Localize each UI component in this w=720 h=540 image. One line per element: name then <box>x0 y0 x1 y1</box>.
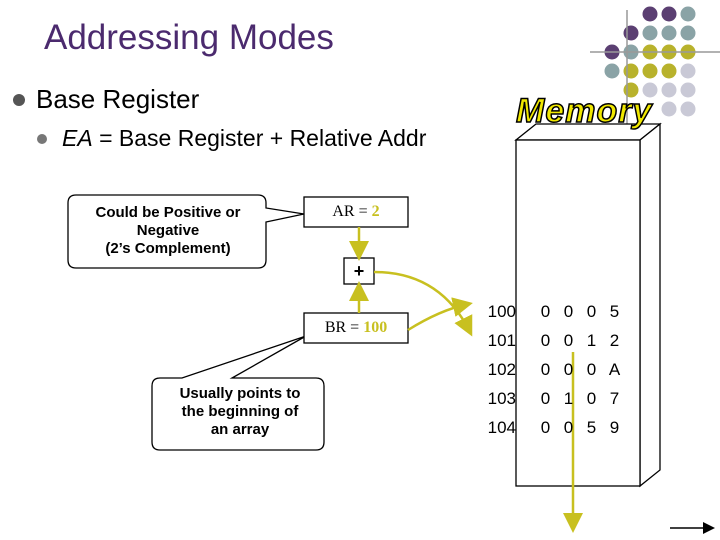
memory-digit: 0 <box>540 389 551 408</box>
ar-register-box <box>303 196 409 228</box>
memory-label: Memory <box>515 91 653 131</box>
memory-digit: A <box>608 360 621 379</box>
ar-value: 2 <box>371 203 380 220</box>
bullet-dot <box>13 94 25 106</box>
decor-dot <box>642 82 658 98</box>
decor-dot <box>642 63 658 79</box>
sub-bullet-dot <box>37 134 47 144</box>
decor-dot <box>642 6 658 22</box>
memory-digit: 1 <box>586 331 597 350</box>
array-callout-bubble <box>151 335 325 451</box>
br-label: BR = <box>324 319 360 336</box>
ar-register: AR = 2 <box>304 197 408 227</box>
memory-digit: 5 <box>586 418 597 437</box>
memory-digit: 0 <box>540 302 551 321</box>
memory-digit: 0 <box>540 360 551 379</box>
array-callout-line: the beginning of <box>181 403 299 420</box>
sign-callout-text: Could be Positive or Negative (2’s Compl… <box>74 204 262 258</box>
decor-dot <box>604 63 620 79</box>
memory-address: 103 <box>487 389 516 408</box>
decor-dot <box>680 63 696 79</box>
sign-callout-line: Could be Positive or <box>95 204 241 221</box>
memory-address: 100 <box>487 302 516 321</box>
adder-symbol: + <box>353 261 365 281</box>
br-value: 100 <box>363 319 388 336</box>
decor-dot <box>642 25 658 41</box>
br-to-address-arrow <box>407 297 473 332</box>
array-callout-line: an array <box>210 421 270 438</box>
memory-digit: 0 <box>540 418 551 437</box>
decor-dot <box>680 82 696 98</box>
ar-label: AR = <box>332 203 368 220</box>
page-title: Addressing Modes <box>44 18 334 57</box>
sign-callout-line: Negative <box>136 222 200 239</box>
bullet-ea-formula: EA = Base Register + Relative Addr <box>62 125 427 151</box>
memory-digit: 0 <box>586 360 597 379</box>
memory-digit: 9 <box>609 418 620 437</box>
adder-to-memory-arrow <box>373 270 473 337</box>
memory-address: 104 <box>487 418 516 437</box>
memory-digit: 0 <box>586 302 597 321</box>
memory-address: 102 <box>487 360 516 379</box>
memory-digit: 1 <box>563 389 574 408</box>
sign-callout-bubble <box>67 194 305 269</box>
memory-digit: 7 <box>609 389 620 408</box>
memory-digit: 0 <box>563 331 574 350</box>
sign-callout-line: (2’s Complement) <box>105 240 231 257</box>
memory-digit: 0 <box>563 360 574 379</box>
decor-dot <box>661 63 677 79</box>
memory-digit: 0 <box>563 418 574 437</box>
memory-digit: 0 <box>563 302 574 321</box>
memory-digit: 0 <box>586 389 597 408</box>
decor-dot <box>661 6 677 22</box>
decor-dot <box>680 6 696 22</box>
memory-block <box>514 122 662 488</box>
decor-dot <box>661 101 677 117</box>
memory-digit: 5 <box>609 302 620 321</box>
array-callout-text: Usually points to the beginning of an ar… <box>156 385 324 439</box>
decor-dot <box>680 101 696 117</box>
br-register-box <box>303 312 409 344</box>
decor-dot <box>661 82 677 98</box>
memory-address: 101 <box>487 331 516 350</box>
array-callout-line: Usually points to <box>179 385 301 402</box>
br-register: BR = 100 <box>304 313 408 343</box>
decor-dot <box>680 25 696 41</box>
memory-digit: 0 <box>540 331 551 350</box>
decor-dot <box>661 25 677 41</box>
memory-front-face <box>515 139 641 487</box>
bullet-base-register: Base Register <box>36 84 200 114</box>
memory-digit: 2 <box>609 331 620 350</box>
